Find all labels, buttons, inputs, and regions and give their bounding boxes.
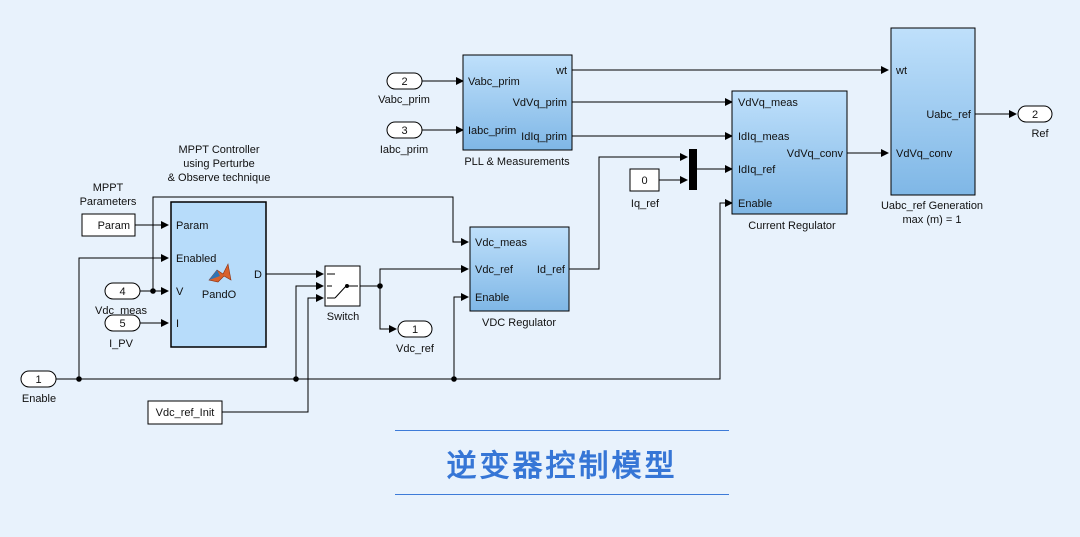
mppt-port-in-1: Enabled	[176, 253, 216, 265]
constant-vdc-ref-init-value: Vdc_ref_Init	[156, 407, 215, 419]
inport-enable-label: Enable	[22, 393, 56, 405]
current-reg-port-out-0: VdVq_conv	[787, 148, 844, 160]
diagram-caption: 逆变器控制模型	[395, 430, 729, 495]
uabc-subtitle: max (m) = 1	[903, 214, 962, 226]
pll-port-out-0: wt	[555, 65, 567, 77]
vdc-port-in-0: Vdc_meas	[475, 237, 527, 249]
outport-vdc-ref-num: 1	[412, 324, 418, 336]
constant-param[interactable]: Param	[81, 213, 136, 237]
outport-ref[interactable]: 2	[1017, 105, 1053, 123]
pll-port-out-2: IdIq_prim	[521, 131, 567, 143]
line-vdc-meas-branch	[152, 196, 469, 291]
vdc-title: VDC Regulator	[482, 317, 556, 329]
line-id-ref	[569, 153, 688, 270]
uabc-port-in-0: wt	[895, 65, 907, 77]
current-reg-port-in-1: IdIq_meas	[738, 131, 790, 143]
mppt-port-in-2: V	[176, 286, 184, 298]
uabc-generation-block[interactable]: wt VdVq_conv Uabc_ref	[890, 27, 976, 196]
outport-ref-num: 2	[1032, 109, 1038, 121]
mppt-port-in-0: Param	[176, 220, 208, 232]
line-switch-out	[360, 265, 469, 287]
constant-iq-ref-label: Iq_ref	[631, 198, 660, 210]
constant-param-value: Param	[98, 220, 130, 232]
switch-block[interactable]	[324, 265, 361, 307]
constant-iq-ref[interactable]: 0	[629, 168, 660, 192]
constant-iq-ref-value: 0	[641, 175, 647, 187]
param-label-line-0: MPPT	[93, 182, 124, 194]
inport-i-pv[interactable]: 5	[104, 314, 141, 332]
outport-ref-label: Ref	[1031, 128, 1049, 140]
uabc-port-out-0: Uabc_ref	[926, 109, 972, 121]
inport-iabc-label: Iabc_prim	[380, 144, 428, 156]
inport-i-pv-label: I_PV	[109, 338, 134, 350]
current-reg-title: Current Regulator	[748, 220, 836, 232]
current-reg-port-in-0: VdVq_meas	[738, 97, 798, 109]
line-enable-switch	[295, 282, 324, 379]
line-vdc-init	[222, 294, 324, 413]
inport-i-pv-num: 5	[119, 318, 125, 330]
pll-port-in-1: Iabc_prim	[468, 125, 516, 137]
pll-block[interactable]: Vabc_prim Iabc_prim wt VdVq_prim IdIq_pr…	[462, 54, 573, 151]
inport-enable-num: 1	[35, 374, 41, 386]
inport-iabc-prim[interactable]: 3	[386, 121, 423, 139]
constant-vdc-ref-init[interactable]: Vdc_ref_Init	[147, 400, 223, 425]
vdc-regulator-block[interactable]: Vdc_meas Vdc_ref Enable Id_ref	[469, 226, 570, 312]
outport-vdc-ref-label: Vdc_ref	[396, 343, 435, 355]
outport-vdc-ref[interactable]: 1	[397, 320, 433, 338]
mppt-title-line-0: MPPT Controller	[178, 144, 259, 156]
current-reg-port-in-3: Enable	[738, 198, 772, 210]
mppt-block-name: PandO	[202, 289, 237, 301]
line-switch-vdcref	[379, 286, 397, 333]
vdc-port-in-1: Vdc_ref	[475, 264, 514, 276]
current-reg-port-in-2: IdIq_ref	[738, 164, 776, 176]
switch-icon	[327, 273, 358, 299]
line-enable	[56, 199, 733, 380]
mppt-title-line-1: using Perturbe	[183, 158, 255, 170]
mppt-title-line-2: & Observe technique	[168, 172, 271, 184]
mppt-port-in-3: I	[176, 318, 179, 330]
pll-title: PLL & Measurements	[464, 156, 570, 168]
line-enable-vdc	[453, 293, 469, 379]
uabc-title: Uabc_ref Generation	[881, 200, 983, 212]
inport-vdc-meas[interactable]: 4	[104, 282, 141, 300]
inport-vabc-label: Vabc_prim	[378, 94, 430, 106]
pll-port-out-1: VdVq_prim	[513, 97, 567, 109]
inport-enable[interactable]: 1	[20, 370, 57, 388]
param-label-line-1: Parameters	[80, 196, 137, 208]
signal-lines	[56, 66, 1017, 413]
inport-vabc-num: 2	[401, 76, 407, 88]
mppt-port-out-0: D	[254, 269, 262, 281]
inport-vdc-meas-num: 4	[119, 286, 125, 298]
pll-port-in-0: Vabc_prim	[468, 76, 520, 88]
vdc-port-in-2: Enable	[475, 292, 509, 304]
mppt-pando-block[interactable]: Param Enabled V I D PandO	[170, 201, 267, 348]
inport-vdc-meas-label: Vdc_meas	[95, 305, 147, 317]
mux-block[interactable]	[689, 149, 697, 190]
matlab-logo-icon	[208, 263, 232, 283]
inport-iabc-num: 3	[401, 125, 407, 137]
junction-dots	[76, 283, 457, 382]
inport-vabc-prim[interactable]: 2	[386, 72, 423, 90]
current-regulator-block[interactable]: VdVq_meas IdIq_meas IdIq_ref Enable VdVq…	[731, 90, 848, 215]
uabc-port-in-1: VdVq_conv	[896, 148, 953, 160]
switch-title: Switch	[327, 311, 359, 323]
vdc-port-out-0: Id_ref	[537, 264, 566, 276]
line-enable-mppt	[78, 254, 169, 379]
